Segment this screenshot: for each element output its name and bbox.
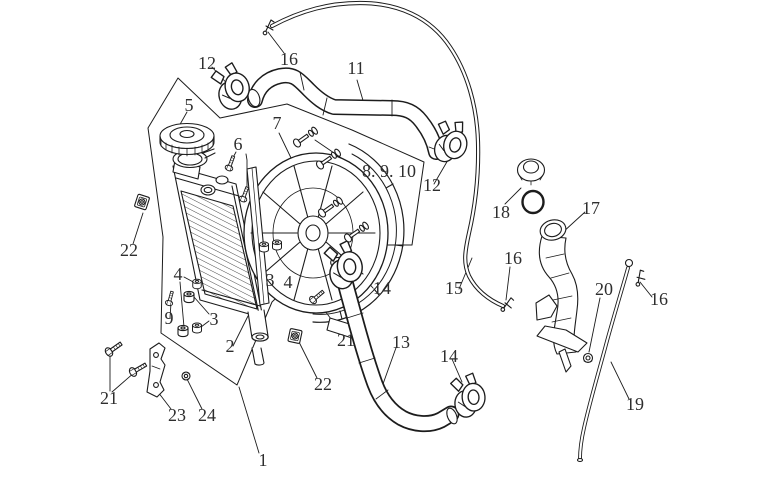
label-16-a: 16: [280, 49, 298, 69]
label-16-b: 16: [504, 248, 522, 268]
label-11: 11: [347, 58, 364, 78]
label-3-b: 3: [266, 270, 275, 290]
label-3-a: 3: [210, 309, 219, 329]
radiator-filler-neck: [172, 148, 216, 169]
label-15: 15: [445, 278, 463, 298]
label-1: 1: [259, 450, 268, 470]
reservoir-cap-oring: [521, 189, 545, 215]
reservoir-cap: [516, 158, 546, 215]
rubber-mount-3-b: [192, 322, 202, 334]
nut-24: [181, 371, 191, 381]
label-18: 18: [492, 202, 510, 222]
label-20: 20: [595, 279, 613, 299]
label-22-a: 22: [120, 240, 138, 260]
label-16-c: 16: [650, 289, 668, 309]
label-8-9-10: 8. 9. 10: [362, 161, 416, 181]
rubber-mount-4-c: [272, 239, 282, 251]
clip-nut-22-b: [287, 327, 303, 345]
radiator-core: [180, 190, 258, 310]
rubber-mount-3-c: [259, 241, 269, 253]
label-6: 6: [234, 134, 243, 154]
reservoir-tank: [535, 219, 588, 373]
label-22-b: 22: [314, 374, 332, 394]
label-7: 7: [273, 113, 282, 133]
label-23: 23: [168, 405, 186, 425]
part-labels: 16 12 5 11 6 7 8. 9. 10 12 18 17 22 16 1…: [100, 49, 668, 470]
rubber-mount-3-a: [183, 290, 195, 304]
label-4-b: 4: [284, 272, 293, 292]
label-2: 2: [226, 336, 235, 356]
label-4-a: 4: [174, 264, 183, 284]
grommet-20: [582, 352, 594, 364]
rubber-mount-4-b: [177, 324, 189, 338]
upper-radiator-hose: [247, 67, 444, 160]
label-14-a: 14: [373, 278, 391, 298]
label-5: 5: [185, 95, 194, 115]
label-21-a: 21: [100, 388, 118, 408]
label-9: 9: [165, 308, 174, 328]
label-13: 13: [392, 332, 410, 352]
label-12-b: 12: [423, 175, 441, 195]
rubber-mount-4-a: [192, 278, 202, 290]
label-12-a: 12: [198, 53, 216, 73]
label-14-b: 14: [440, 346, 458, 366]
mounting-bracket-23: [146, 342, 166, 398]
label-17: 17: [582, 198, 600, 218]
drain-hose-19: [576, 258, 634, 463]
label-19: 19: [626, 394, 644, 414]
label-21-b: 21: [337, 330, 355, 350]
radiator-cap: [159, 122, 215, 157]
overflow-hose-15: [269, 0, 506, 309]
label-24: 24: [198, 405, 216, 425]
radiator: [172, 159, 269, 366]
